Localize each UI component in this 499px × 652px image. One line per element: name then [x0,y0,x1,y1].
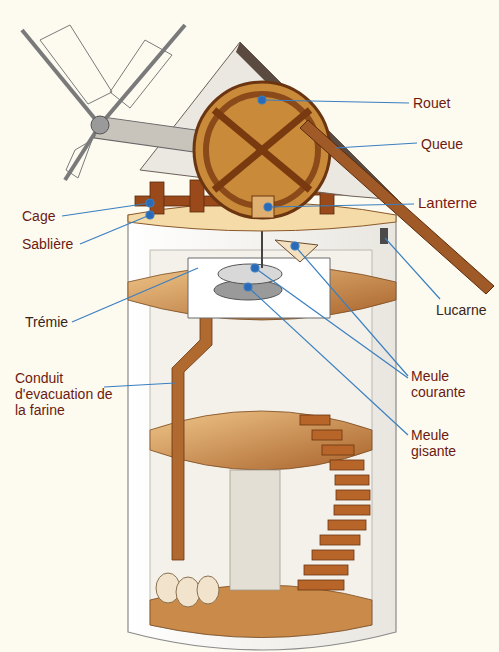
flour-sack [197,576,219,604]
step [298,580,344,590]
leader-dot [146,199,154,207]
bed-stone [214,280,282,300]
leader-dot [146,211,154,219]
leader-line [72,268,198,322]
part-label: Cage [22,208,55,224]
step [335,475,369,485]
part-label: Queue [421,136,463,152]
sail-hub [91,116,109,134]
flour-conduit [156,300,219,607]
leader-lines [62,96,440,435]
hopper-box [188,258,330,318]
flour-sack [176,577,200,607]
leader-dot [244,283,252,291]
wheel-spoke [214,110,310,190]
step [304,565,348,575]
sail-lattice [40,25,112,104]
step [336,490,370,500]
leader-line [104,383,175,387]
leader-line [335,143,417,148]
step [328,520,366,530]
step [312,550,354,560]
cage-beam [150,182,164,214]
sail-lattice [66,140,92,178]
floors [128,265,396,638]
step [330,460,364,470]
leader-dot [251,264,259,272]
part-label: Conduit d'evacuation de la farine [15,370,115,418]
window [380,228,388,244]
tail-pole [300,120,494,294]
part-label: Trémie [25,314,68,330]
wheel-spoke [214,110,310,190]
leader-line [248,287,408,435]
brake-wheel-rim [206,94,318,206]
hopper [275,240,318,262]
stairs [298,415,370,590]
leader-line [295,246,408,376]
leader-dot [291,242,299,250]
leader-line [268,204,414,207]
part-label: Lucarne [436,302,487,318]
sail-lattice [110,40,172,108]
door [230,470,280,590]
conduit [172,300,212,560]
leader-line [255,268,408,378]
step [334,505,370,515]
step [300,415,330,425]
cap [94,42,494,294]
sail-arm [100,25,185,125]
lantern-gear [252,196,274,218]
part-label: Meule courante [411,368,495,400]
part-label: Sablière [22,236,73,252]
leader-line [80,215,150,244]
sail-arm [65,125,100,180]
part-label: Lanterne [418,195,477,211]
brake-wheel [194,82,330,218]
sails [22,25,185,180]
sail-arm [22,30,100,125]
leader-line [385,238,440,299]
step [322,445,354,455]
leader-line [62,203,150,216]
step [320,535,360,545]
leader-line [262,100,409,103]
part-label: Rouet [413,95,450,111]
step [312,430,342,440]
part-label: Meule gisante [411,427,495,459]
leader-dot [264,203,272,211]
leader-dot [258,96,266,104]
